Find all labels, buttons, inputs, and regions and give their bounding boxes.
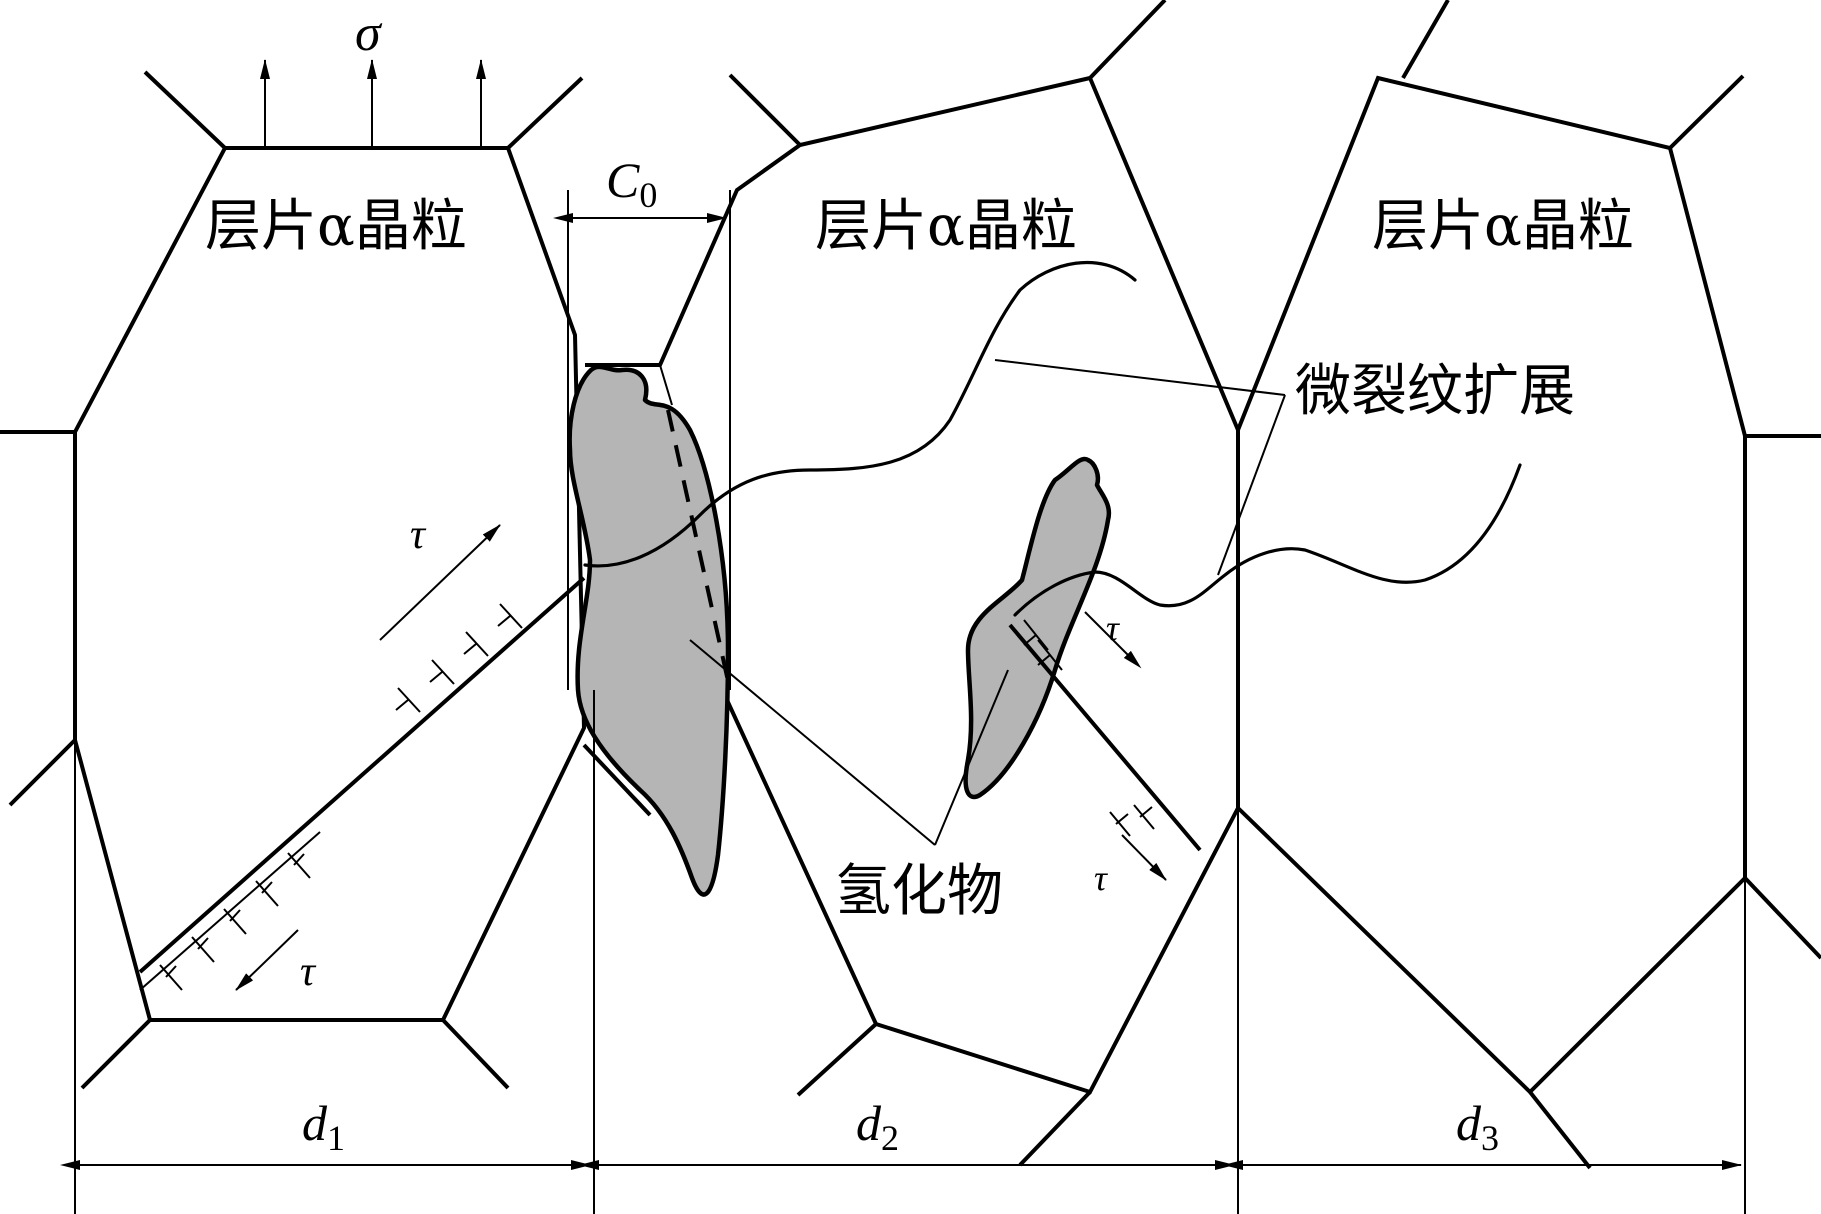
stress-arrows	[260, 59, 486, 148]
shear-symbol-bottom: τ	[300, 949, 317, 995]
crack-label-leaders	[994, 359, 1286, 576]
crack-label: 微裂纹扩展	[1295, 359, 1575, 424]
stress-symbol: σ	[355, 5, 383, 62]
hydride-internal-dashed	[666, 409, 732, 691]
hydride-small	[963, 456, 1112, 799]
dislocation-pileup-bottom	[159, 852, 311, 991]
shear-symbol-top: τ	[410, 512, 427, 558]
crack-path-2	[1013, 463, 1522, 617]
hydride-label: 氢化物	[835, 859, 1003, 924]
dislocation-pileup-top	[379, 524, 523, 713]
grain-1-boundary	[0, 70, 587, 1090]
grain-label-3: 层片α晶粒	[1372, 194, 1634, 259]
grain-2-boundary	[725, 77, 1240, 1167]
grain-label-2: 层片α晶粒	[815, 194, 1077, 259]
shear-symbol-grain2-bottom: τ	[1094, 858, 1108, 898]
grain-label-1: 层片α晶粒	[205, 194, 467, 259]
d1-label: d1	[302, 1095, 345, 1158]
slip-band-2	[1008, 611, 1202, 881]
shear-symbol-grain2-top: τ	[1106, 608, 1120, 648]
hydride-label-leaders	[689, 639, 1009, 846]
shear-arrow-bottom	[235, 929, 299, 991]
grain-3-boundary	[1236, 0, 1821, 1170]
d2-label: d2	[856, 1095, 899, 1158]
dimension-lines	[60, 690, 1746, 1214]
slip-band-1	[138, 576, 586, 991]
c0-label: C0	[606, 152, 657, 215]
d3-label: d3	[1456, 1095, 1499, 1158]
crack-path-1	[583, 260, 1137, 568]
